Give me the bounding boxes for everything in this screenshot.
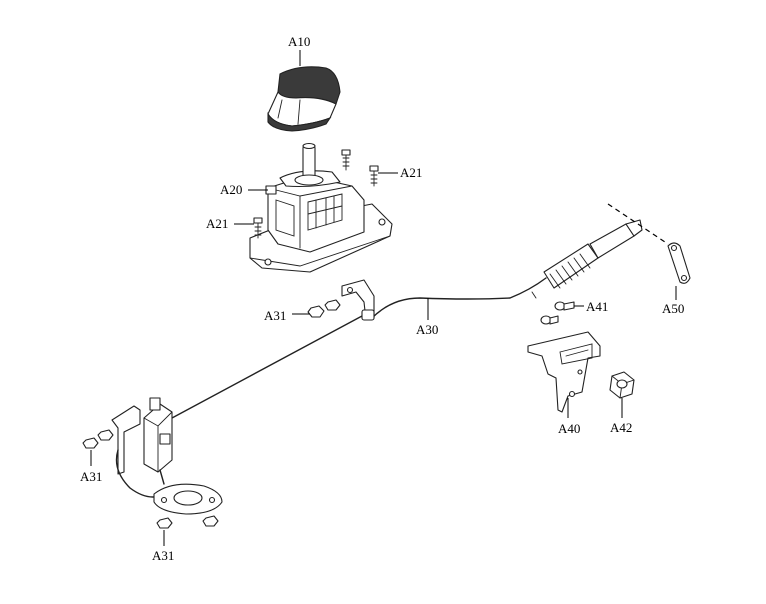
callout-a21-left: A21	[206, 216, 228, 231]
callout-a40: A40	[558, 421, 580, 436]
nut-left-1[interactable]	[82, 437, 99, 449]
nut-left-2[interactable]	[97, 429, 114, 441]
callout-a31-left: A31	[80, 469, 102, 484]
callout-a21-top: A21	[400, 165, 422, 180]
callout-a10: A10	[288, 34, 310, 49]
callout-a42: A42	[610, 420, 632, 435]
callout-a31-mid: A31	[264, 308, 286, 323]
clip-1[interactable]	[554, 301, 575, 311]
callout-a50: A50	[662, 301, 684, 316]
cable-bracket[interactable]	[527, 331, 601, 413]
shift-link[interactable]	[667, 242, 691, 284]
bolt-top[interactable]	[341, 149, 351, 171]
bolt-left[interactable]	[253, 217, 263, 239]
shifter-assembly[interactable]	[249, 142, 393, 273]
callout-a30: A30	[416, 322, 438, 337]
cable-axis-dashed	[607, 203, 669, 245]
nut-bottom-2[interactable]	[202, 515, 219, 527]
callout-a41: A41	[586, 299, 608, 314]
nut-mid-1[interactable]	[307, 305, 325, 318]
callout-a20: A20	[220, 182, 242, 197]
callout-a31-bottom: A31	[152, 548, 174, 563]
bolt-right[interactable]	[369, 165, 379, 187]
nut-mid-2[interactable]	[324, 299, 341, 311]
shift-cable[interactable]	[171, 219, 643, 419]
shift-knob[interactable]	[267, 66, 341, 132]
clip-2[interactable]	[540, 315, 559, 325]
hex-nut[interactable]	[609, 371, 635, 399]
nut-bottom-1[interactable]	[156, 517, 173, 529]
transmission-lever-assembly[interactable]	[111, 397, 223, 515]
